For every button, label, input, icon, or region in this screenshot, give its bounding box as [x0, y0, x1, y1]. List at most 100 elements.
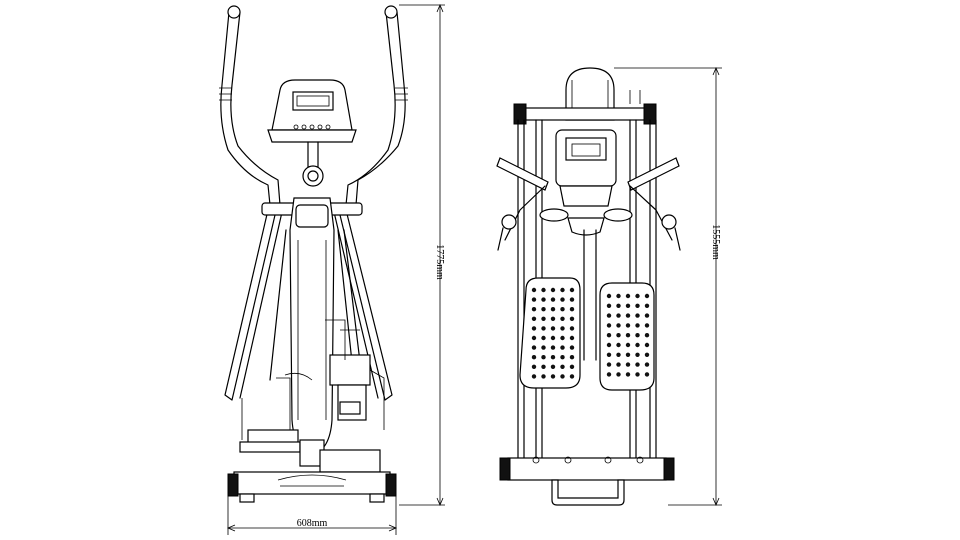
- top-right-cupholder: [603, 208, 633, 222]
- pedal-hole: [550, 297, 556, 302]
- pedal-hole: [625, 342, 631, 348]
- pedal-hole: [635, 293, 640, 299]
- pedal-hole: [606, 293, 612, 299]
- pedal-hole: [616, 303, 621, 308]
- pedal-hole: [550, 287, 556, 293]
- pedal-hole: [625, 372, 631, 377]
- pedal-hole: [560, 355, 565, 360]
- pedal-hole: [606, 303, 612, 308]
- pedal-hole: [560, 345, 565, 350]
- top-left-pedal: [519, 277, 581, 389]
- front-left-handle: [220, 11, 281, 206]
- pedal-hole: [606, 333, 612, 338]
- pedal-hole: [541, 287, 546, 293]
- pedal-hole: [541, 374, 546, 379]
- pedal-hole: [606, 362, 612, 367]
- pedal-hole: [616, 323, 621, 328]
- top-right-grip: [661, 214, 677, 230]
- pedal-hole: [625, 323, 631, 328]
- front-left-handle-cap: [227, 5, 241, 19]
- top-length-label: 1555mm: [710, 224, 721, 260]
- pedal-hole: [644, 352, 650, 357]
- pedal-hole: [550, 364, 556, 369]
- pedal-hole: [550, 374, 556, 379]
- pedal-hole: [541, 316, 546, 321]
- pedal-hole: [625, 293, 631, 299]
- pedal-hole: [531, 287, 537, 293]
- front-right-foot: [385, 473, 397, 497]
- pedal-hole: [560, 307, 565, 312]
- top-view: [496, 67, 681, 506]
- pedal-hole: [616, 342, 621, 348]
- front-left-lower-arm: [224, 209, 283, 401]
- top-left-pedal-holes: [531, 287, 575, 379]
- pedal-hole: [644, 333, 650, 338]
- top-console-screen: [565, 137, 607, 161]
- pedal-hole: [560, 287, 565, 293]
- pedal-hole: [569, 355, 575, 360]
- pedal-hole: [635, 303, 640, 308]
- pedal-hole: [644, 342, 650, 348]
- pedal-hole: [635, 323, 640, 328]
- pedal-hole: [541, 326, 546, 331]
- front-right-handle: [345, 11, 406, 206]
- pedal-hole: [635, 342, 640, 348]
- pedal-hole: [531, 335, 537, 341]
- front-left-foot: [227, 473, 239, 497]
- pedal-hole: [531, 307, 537, 312]
- front-right-lower-arm: [333, 209, 393, 401]
- top-rear-right-foot: [663, 457, 675, 481]
- top-rear-left-foot: [499, 457, 511, 481]
- pedal-hole: [531, 316, 537, 321]
- pedal-hole: [606, 313, 612, 318]
- pedal-hole: [541, 297, 546, 302]
- top-right-handle: [627, 157, 680, 191]
- pedal-hole: [541, 345, 546, 350]
- top-left-cupholder: [539, 208, 569, 222]
- pedal-hole: [625, 333, 631, 338]
- pedal-hole: [550, 355, 556, 360]
- pedal-hole: [616, 333, 621, 338]
- pedal-hole: [644, 372, 650, 377]
- pedal-hole: [550, 307, 556, 312]
- front-console-screen: [292, 91, 334, 111]
- pedal-hole: [644, 362, 650, 367]
- pedal-hole: [625, 362, 631, 367]
- pedal-hole: [531, 355, 537, 360]
- pedal-hole: [644, 313, 650, 318]
- pedal-hole: [625, 352, 631, 357]
- front-right-handle-cap: [384, 5, 398, 19]
- pedal-hole: [541, 355, 546, 360]
- pedal-hole: [569, 374, 575, 379]
- pedal-hole: [550, 345, 556, 350]
- pedal-hole: [560, 374, 565, 379]
- front-height-label: 1775mm: [434, 244, 445, 280]
- pedal-hole: [560, 297, 565, 302]
- pedal-hole: [606, 323, 612, 328]
- pedal-hole: [531, 374, 537, 379]
- pedal-hole: [569, 335, 575, 341]
- pedal-hole: [550, 316, 556, 321]
- pedal-hole: [550, 326, 556, 331]
- pedal-hole: [616, 293, 621, 299]
- pedal-hole: [560, 326, 565, 331]
- pedal-hole: [635, 352, 640, 357]
- pedal-hole: [531, 364, 537, 369]
- pedal-hole: [616, 352, 621, 357]
- pedal-hole: [644, 323, 650, 328]
- top-length-dimension: [614, 66, 722, 507]
- front-width-dimension: [226, 496, 398, 535]
- top-right-pedal-holes: [606, 293, 650, 377]
- pedal-hole: [569, 287, 575, 293]
- front-right-pedal-block: [329, 354, 371, 386]
- pedal-hole: [616, 372, 621, 377]
- pedal-hole: [531, 297, 537, 302]
- front-height-dimension: [399, 3, 445, 507]
- top-front-stabilizer: [521, 107, 649, 121]
- pedal-hole: [616, 362, 621, 367]
- top-left-handle: [496, 157, 549, 191]
- pedal-hole: [541, 307, 546, 312]
- top-rear-handle: [551, 479, 625, 506]
- pedal-hole: [635, 313, 640, 318]
